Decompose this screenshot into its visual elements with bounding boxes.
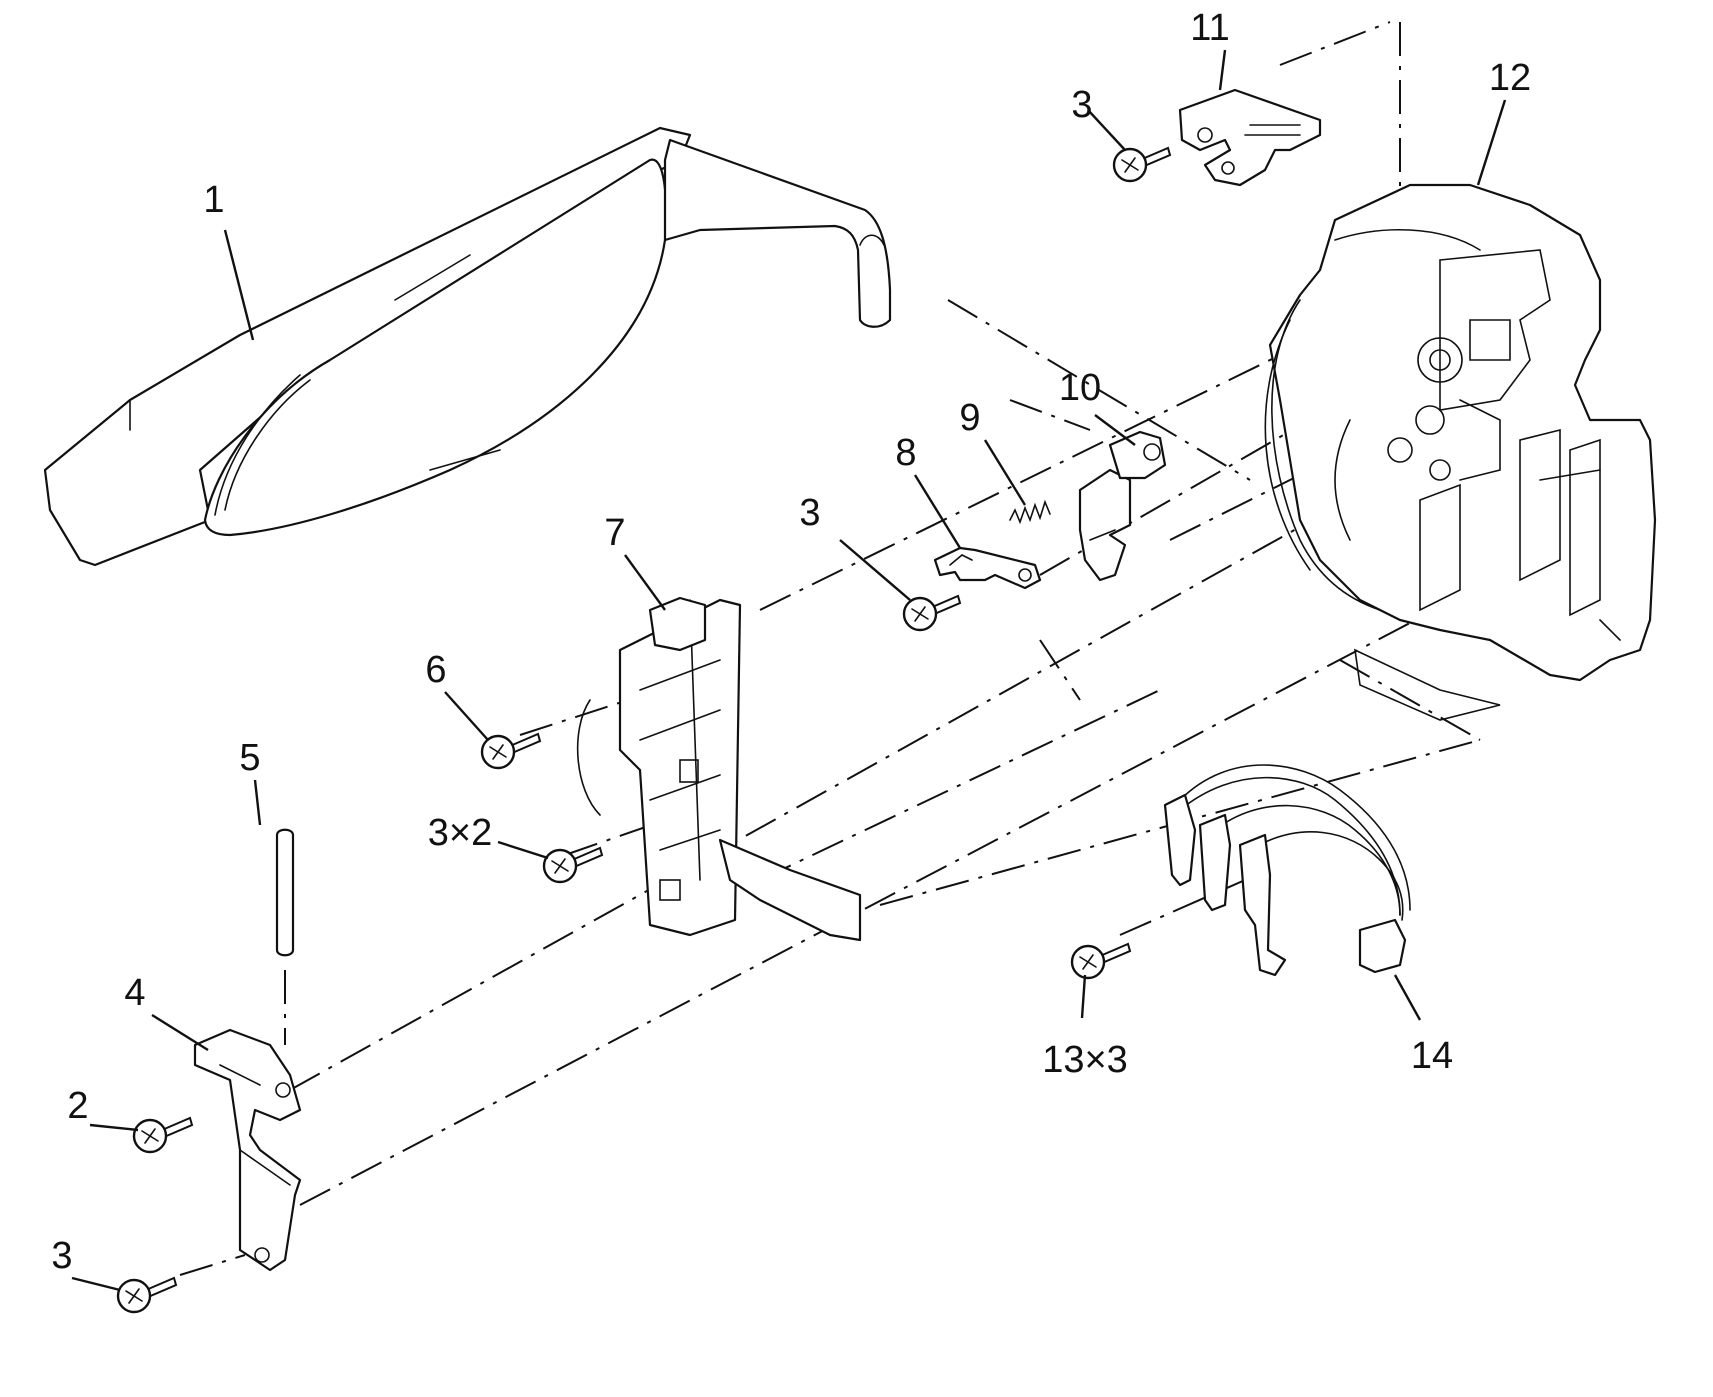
callout-5: 5 — [239, 737, 260, 779]
screw-13x3 — [1070, 942, 1132, 980]
part-10-switch — [1078, 430, 1167, 582]
callout-14: 14 — [1411, 1035, 1453, 1077]
part-12-chassis — [1264, 183, 1657, 721]
part-11-bracket — [1178, 88, 1322, 187]
callout-3-bottom: 3 — [51, 1235, 72, 1277]
callout-3x2: 3×2 — [428, 812, 492, 854]
screw-3-bottom — [116, 1276, 178, 1314]
callout-9: 9 — [959, 397, 980, 439]
screw-2 — [132, 1116, 194, 1154]
part-1-flex-cable — [43, 126, 892, 567]
callout-11: 11 — [1190, 7, 1229, 49]
callout-1: 1 — [203, 179, 224, 221]
callout-6: 6 — [425, 649, 446, 691]
part-9-spring — [1009, 499, 1051, 525]
callout-3-top: 3 — [1071, 84, 1092, 126]
part-14-harness — [1163, 764, 1411, 977]
part-5-pin — [275, 828, 295, 957]
part-8-plate — [933, 546, 1042, 590]
callout-10: 10 — [1059, 367, 1101, 409]
part-4-bracket — [193, 1028, 302, 1272]
screw-3-middle — [902, 594, 962, 632]
callout-12: 12 — [1489, 57, 1531, 99]
callout-2: 2 — [67, 1085, 88, 1127]
leader-lines — [71, 49, 1507, 1292]
screw-6 — [480, 732, 542, 770]
callout-labels: 1 2 3 3 3 3×2 4 5 6 7 8 9 10 11 12 13×3 … — [51, 7, 1531, 1277]
callout-13x3: 13×3 — [1042, 1039, 1128, 1081]
callout-7: 7 — [604, 512, 625, 554]
screw-3x2 — [542, 846, 604, 884]
callout-8: 8 — [895, 432, 916, 474]
callout-3-middle: 3 — [799, 492, 820, 534]
part-7-board — [576, 596, 862, 942]
callout-4: 4 — [124, 972, 145, 1014]
screw-3-top — [1112, 146, 1172, 183]
